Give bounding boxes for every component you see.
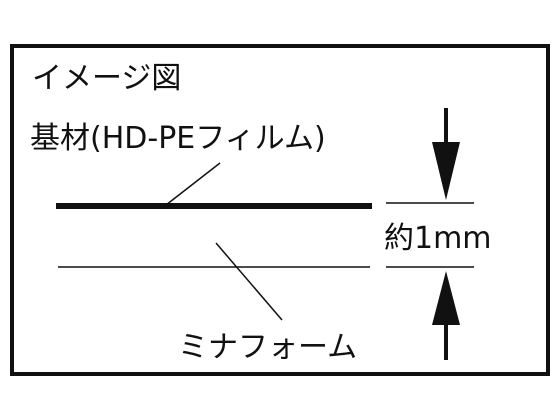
diagram-title: イメージ図 bbox=[32, 61, 181, 96]
diagram-frame bbox=[10, 44, 550, 376]
thickness-label: 約1mm bbox=[384, 221, 492, 256]
base-film-leader-line bbox=[165, 162, 221, 206]
foam-label: ミナフォーム bbox=[178, 330, 357, 365]
arrow-up-icon bbox=[432, 271, 460, 360]
arrow-down-icon bbox=[432, 108, 460, 200]
foam-leader-line bbox=[215, 242, 283, 321]
base-film-label: 基材(HD-PEフィルム) bbox=[30, 121, 326, 156]
